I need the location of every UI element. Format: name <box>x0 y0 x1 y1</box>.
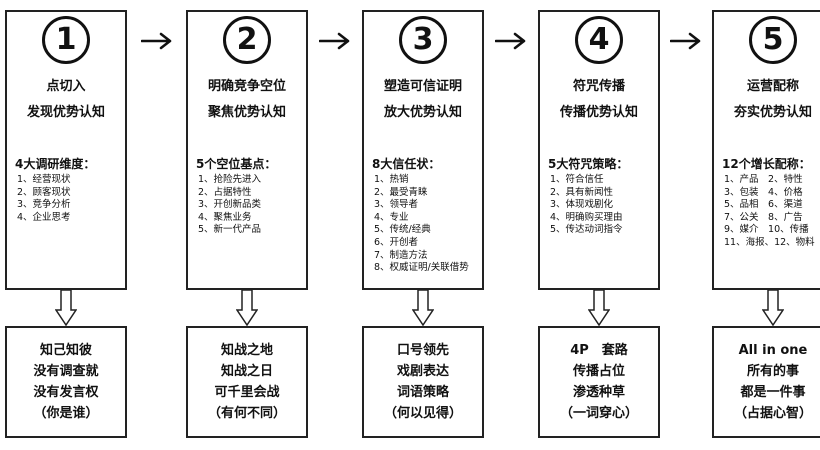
stage-list-item: 4、专业 <box>374 211 409 223</box>
stage-list-item: 11、海报、12、物料 <box>724 236 815 248</box>
stage-list-item: 5、传统/经典 <box>374 224 431 236</box>
outcome-line: 可千里会战 <box>214 385 280 400</box>
stage-list-heading: 5个空位基点： <box>196 157 277 171</box>
stage-list-item: 1、热销 <box>374 174 409 185</box>
stage-list-item: 7、公关 8、广告 <box>724 211 803 223</box>
stage-list-item: 5、品相 6、渠道 <box>724 199 803 211</box>
stage-list-item: 3、领导者 <box>374 199 419 211</box>
down-arrow-icon <box>412 290 434 326</box>
stage-list-item: 3、竞争分析 <box>17 199 71 211</box>
stage-number-circle: 1 <box>42 16 90 64</box>
stage-number-circle: 5 <box>749 16 797 64</box>
stage-list-item: 2、顾客现状 <box>17 186 71 198</box>
stage-list-item: 1、产品 2、特性 <box>724 174 803 185</box>
stage-title: 运营配称 <box>746 79 799 94</box>
outcome-line: 戏剧表达 <box>396 364 449 379</box>
outcome-line: 知战之日 <box>220 364 273 379</box>
right-arrow-icon <box>319 32 350 50</box>
stage-number-circle: 4 <box>575 16 623 64</box>
stage-subtitle: 发现优势认知 <box>26 105 105 120</box>
down-arrow-icon <box>588 290 610 326</box>
outcome-line: 没有调查就 <box>33 364 99 379</box>
stage-list-item: 5、新一代产品 <box>198 224 262 236</box>
stage-list-item: 1、经营现状 <box>17 174 71 185</box>
outcome-line: （何以见得） <box>383 406 462 421</box>
outcome-box-1: 知己知彼没有调查就没有发言权 （你是谁） <box>5 326 127 438</box>
outcome-line: 没有发言权 <box>33 385 99 400</box>
outcome-line: 知己知彼 <box>39 343 92 358</box>
stage-number-circle: 2 <box>223 16 271 64</box>
stage-title: 点切入 <box>46 79 86 94</box>
stage-list-item: 1、符合信任 <box>550 174 604 185</box>
stage-list-item: 3、体现戏剧化 <box>550 199 614 211</box>
down-arrow-icon <box>236 290 258 326</box>
outcome-box-4: 4P 套路传播占位渗透种草 （一词穿心） <box>538 326 660 438</box>
outcome-line: 都是一件事 <box>740 385 806 400</box>
stage-list-item: 4、聚焦业务 <box>198 211 252 223</box>
outcome-line: （有何不同） <box>207 406 286 421</box>
stage-title: 明确竞争空位 <box>207 79 286 94</box>
outcome-line: 4P 套路 <box>570 343 628 358</box>
stage-list-heading: 8大信任状： <box>372 157 441 171</box>
stage-list-item: 3、开创新品类 <box>198 199 262 211</box>
stage-list-item: 9、媒介 10、传播 <box>724 224 809 236</box>
stage-subtitle: 聚焦优势认知 <box>207 105 286 120</box>
stage-list-item: 2、最受青睐 <box>374 186 428 198</box>
stage-subtitle: 夯实优势认知 <box>733 105 812 120</box>
stage-list-item: 6、开创者 <box>374 236 419 248</box>
outcome-line: 渗透种草 <box>572 385 625 400</box>
right-arrow-icon <box>495 32 526 50</box>
stage-list-item: 8、权威证明/关联借势 <box>374 262 469 274</box>
outcome-box-3: 口号领先戏剧表达词语策略 （何以见得） <box>362 326 484 438</box>
down-arrow-icon <box>762 290 784 326</box>
stage-list-item: 7、制造方法 <box>374 249 428 261</box>
stage-subtitle: 传播优势认知 <box>559 105 638 120</box>
stage-list-item: 2、占据特性 <box>198 186 252 198</box>
stage-number-circle: 3 <box>399 16 447 64</box>
stage-list-item: 3、包装 4、价格 <box>724 186 803 198</box>
down-arrow-icon <box>55 290 77 326</box>
outcome-line: （你是谁） <box>33 406 99 421</box>
stage-list-item: 4、明确购买理由 <box>550 211 623 223</box>
stage-list-heading: 5大符咒策略： <box>548 157 629 171</box>
outcome-line: 所有的事 <box>746 364 799 379</box>
outcome-line: 传播占位 <box>572 364 625 379</box>
outcome-box-5: All in one 所有的事都是一件事 （占据心智） <box>712 326 820 438</box>
stage-title: 塑造可信证明 <box>383 79 462 94</box>
outcome-line: 知战之地 <box>220 343 273 358</box>
outcome-box-2: 知战之地知战之日可千里会战 （有何不同） <box>186 326 308 438</box>
stage-subtitle: 放大优势认知 <box>383 105 462 120</box>
right-arrow-icon <box>141 32 172 50</box>
stage-list-item: 1、抢险先进入 <box>198 174 262 185</box>
outcome-line: All in one <box>738 343 808 358</box>
stage-list-item: 5、传达动词指令 <box>550 224 623 236</box>
outcome-line: （一词穿心） <box>559 406 638 421</box>
stage-list-heading: 4大调研维度： <box>15 157 96 171</box>
outcome-line: 词语策略 <box>396 385 449 400</box>
right-arrow-icon <box>670 32 701 50</box>
outcome-line: 口号领先 <box>396 343 449 358</box>
stage-list-heading: 12个增长配称： <box>722 157 811 171</box>
stage-list-item: 4、企业思考 <box>17 211 71 223</box>
outcome-line: （占据心智） <box>733 406 812 421</box>
stage-title: 符咒传播 <box>572 79 625 94</box>
stage-list-item: 2、具有新闻性 <box>550 186 614 198</box>
